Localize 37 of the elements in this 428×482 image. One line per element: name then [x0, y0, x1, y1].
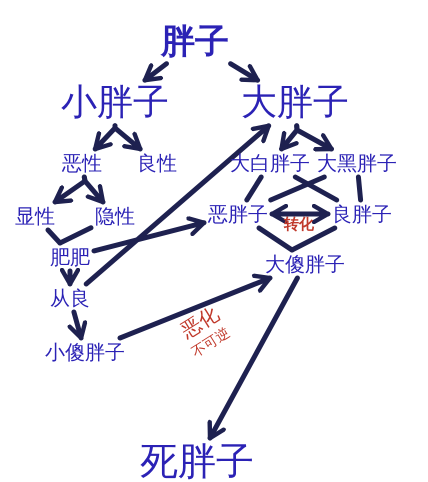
arrow — [82, 174, 106, 204]
arrow — [92, 216, 206, 254]
node-label: 恶性 — [61, 152, 103, 174]
node-label: 大傻胖子 — [264, 253, 346, 275]
node-label: 良性 — [136, 152, 178, 174]
arrow — [142, 61, 169, 83]
connector-line — [244, 174, 264, 202]
connector-line — [256, 226, 294, 252]
node-label: 大黑胖子 — [316, 152, 398, 174]
arrow — [67, 310, 88, 340]
node-label: 显性 — [14, 205, 56, 227]
arrow — [270, 204, 330, 224]
node-label: 良胖子 — [331, 203, 393, 225]
node-label: 隐性 — [94, 205, 136, 227]
node-label: 死胖子 — [139, 441, 255, 482]
edge-label: 转化 — [284, 217, 314, 232]
arrow — [60, 268, 80, 286]
node-label: 大胖子 — [240, 83, 350, 123]
arrow — [118, 274, 272, 340]
connector-line — [290, 226, 338, 252]
arrow — [228, 61, 260, 83]
arrow — [84, 123, 272, 286]
node-label: 大白胖子 — [229, 152, 311, 174]
node-label: 小胖子 — [60, 83, 170, 123]
arrow — [294, 123, 334, 152]
connector-line — [268, 174, 327, 202]
arrow — [207, 276, 300, 441]
arrow — [112, 123, 143, 152]
connector-line — [58, 225, 94, 246]
connector-line — [356, 174, 364, 202]
node-label: 小傻胖子 — [44, 341, 126, 363]
node-label: 恶胖子 — [207, 203, 269, 225]
connector-line — [46, 228, 62, 246]
node-label: 胖子 — [160, 23, 230, 61]
node-label: 肥肥 — [49, 246, 91, 268]
node-label: 从良 — [49, 287, 91, 309]
connector-line — [292, 174, 340, 202]
